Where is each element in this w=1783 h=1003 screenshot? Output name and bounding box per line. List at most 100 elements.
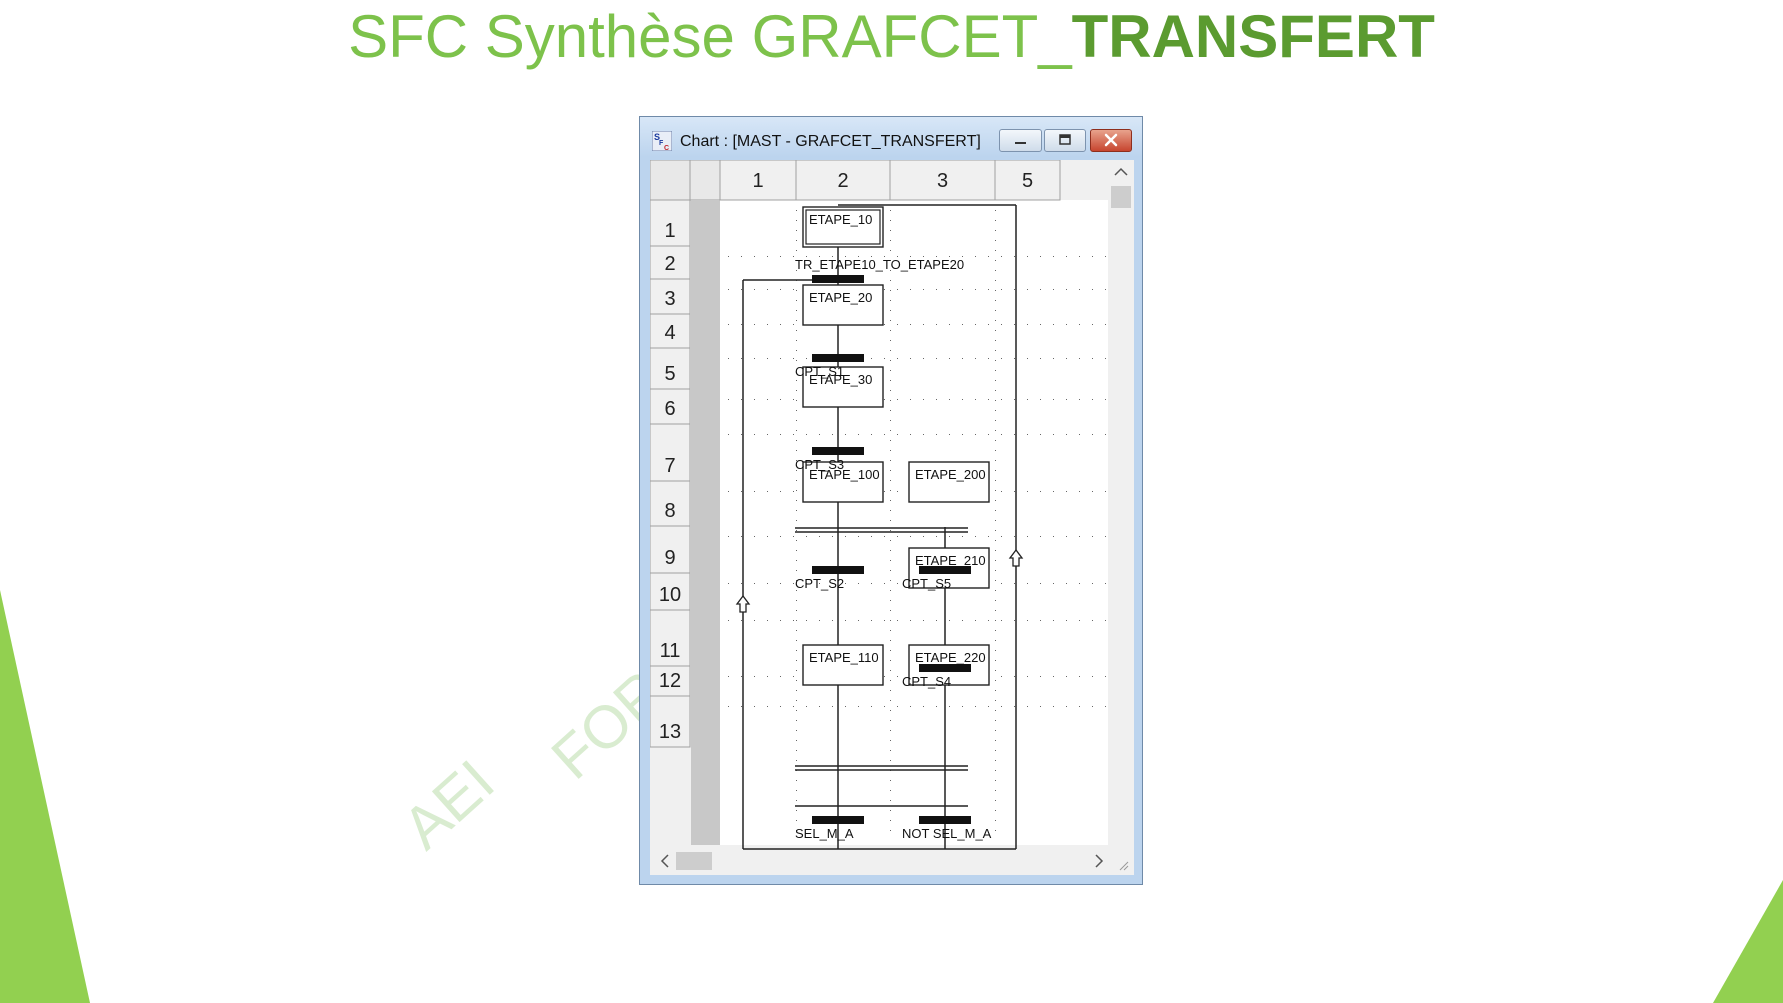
scroll-up-icon[interactable]	[1114, 167, 1128, 176]
step-etape-20[interactable]	[802, 284, 884, 326]
grid-dot	[962, 256, 963, 257]
step-etape-30[interactable]	[802, 366, 884, 408]
row-header-8[interactable]	[650, 480, 691, 527]
grid-dot	[890, 650, 891, 651]
grid-dot	[890, 720, 891, 721]
column-header-2[interactable]	[795, 160, 891, 201]
initial-step-inner-frame	[805, 209, 881, 245]
row-header-10[interactable]	[650, 572, 691, 611]
transition-bar[interactable]	[812, 447, 864, 455]
step-etape-200[interactable]	[908, 461, 990, 503]
vertical-scroll-thumb[interactable]	[1111, 186, 1131, 208]
grid-dot	[1066, 434, 1067, 435]
transition-bar[interactable]	[919, 664, 971, 672]
row-header-2[interactable]	[650, 245, 691, 280]
grid-dot	[897, 399, 898, 400]
grid-dot	[884, 491, 885, 492]
grid-dot	[995, 260, 996, 261]
grid-dot	[1053, 289, 1054, 290]
grid-dot	[1079, 620, 1080, 621]
grid-dot	[796, 760, 797, 761]
grid-dot	[890, 290, 891, 291]
window-titlebar[interactable]: S F C Chart : [MAST - GRAFCET_TRANSFERT]	[640, 117, 1142, 157]
grid-dot	[1014, 706, 1015, 707]
column-header-1[interactable]	[719, 160, 797, 201]
row-header-9[interactable]	[650, 525, 691, 574]
grid-dot	[1053, 256, 1054, 257]
resize-grip-icon[interactable]	[1119, 861, 1129, 871]
grid-dot	[897, 620, 898, 621]
grid-dot	[995, 830, 996, 831]
grid-dot	[995, 310, 996, 311]
grid-dot	[796, 210, 797, 211]
horizontal-scrollbar[interactable]	[650, 845, 1134, 875]
row-header-7[interactable]	[650, 423, 691, 482]
transition-bar[interactable]	[812, 354, 864, 362]
row-header-3[interactable]	[650, 278, 691, 315]
maximize-button[interactable]	[1044, 129, 1086, 152]
grid-dot	[995, 790, 996, 791]
horizontal-scroll-thumb[interactable]	[676, 852, 712, 870]
step-label: ETAPE_220	[915, 650, 986, 665]
grid-dot	[796, 240, 797, 241]
step-etape-100[interactable]	[802, 461, 884, 503]
step-etape-10[interactable]	[802, 206, 884, 248]
row-header-12[interactable]	[650, 665, 691, 697]
column-header-5[interactable]	[994, 160, 1061, 201]
grid-dot	[890, 660, 891, 661]
column-header-3[interactable]	[889, 160, 996, 201]
grid-dot	[995, 440, 996, 441]
grid-dot	[923, 358, 924, 359]
grid-dot	[1001, 536, 1002, 537]
close-button[interactable]	[1090, 129, 1132, 152]
row-header-1[interactable]	[650, 199, 691, 247]
minimize-button[interactable]	[999, 129, 1042, 152]
grid-dot	[897, 676, 898, 677]
grid-dot	[728, 620, 729, 621]
grid-dot	[1001, 256, 1002, 257]
step-label: ETAPE_100	[809, 467, 880, 482]
grid-dot	[1040, 256, 1041, 257]
grid-dot	[995, 620, 996, 621]
transition-bar[interactable]	[812, 816, 864, 824]
grid-dot	[1066, 620, 1067, 621]
grid-dot	[858, 706, 859, 707]
grid-dot	[728, 324, 729, 325]
vertical-scrollbar[interactable]	[1108, 160, 1134, 845]
scroll-right-icon[interactable]	[1095, 854, 1104, 868]
grid-dot	[995, 430, 996, 431]
scroll-left-icon[interactable]	[660, 854, 669, 868]
grid-dot	[890, 270, 891, 271]
grid-dot	[796, 430, 797, 431]
grid-dot	[936, 706, 937, 707]
grid-dot	[995, 480, 996, 481]
grid-dot	[1066, 491, 1067, 492]
grid-dot	[995, 750, 996, 751]
row-header-13[interactable]	[650, 695, 691, 748]
grid-dot	[1014, 256, 1015, 257]
row-header-11[interactable]	[650, 609, 691, 667]
grid-dot	[1001, 620, 1002, 621]
step-label: ETAPE_110	[809, 650, 879, 665]
grid-dot	[1001, 399, 1002, 400]
transition-bar[interactable]	[812, 275, 864, 283]
column-header-label: 5	[1022, 170, 1033, 192]
grid-dot	[1001, 358, 1002, 359]
grid-dot	[796, 350, 797, 351]
grid-dot	[995, 520, 996, 521]
row-header-label: 11	[660, 640, 681, 662]
transition-bar[interactable]	[812, 566, 864, 574]
grid-dot	[858, 583, 859, 584]
grid-dot	[1027, 676, 1028, 677]
grid-dot	[897, 358, 898, 359]
grid-dot	[1053, 324, 1054, 325]
transition-bar[interactable]	[919, 566, 971, 574]
grid-dot	[975, 399, 976, 400]
grid-dot	[796, 340, 797, 341]
step-etape-110[interactable]	[802, 644, 884, 686]
grid-dot	[793, 358, 794, 359]
grid-dot	[1027, 324, 1028, 325]
transition-bar[interactable]	[919, 816, 971, 824]
grid-dot	[1105, 706, 1106, 707]
